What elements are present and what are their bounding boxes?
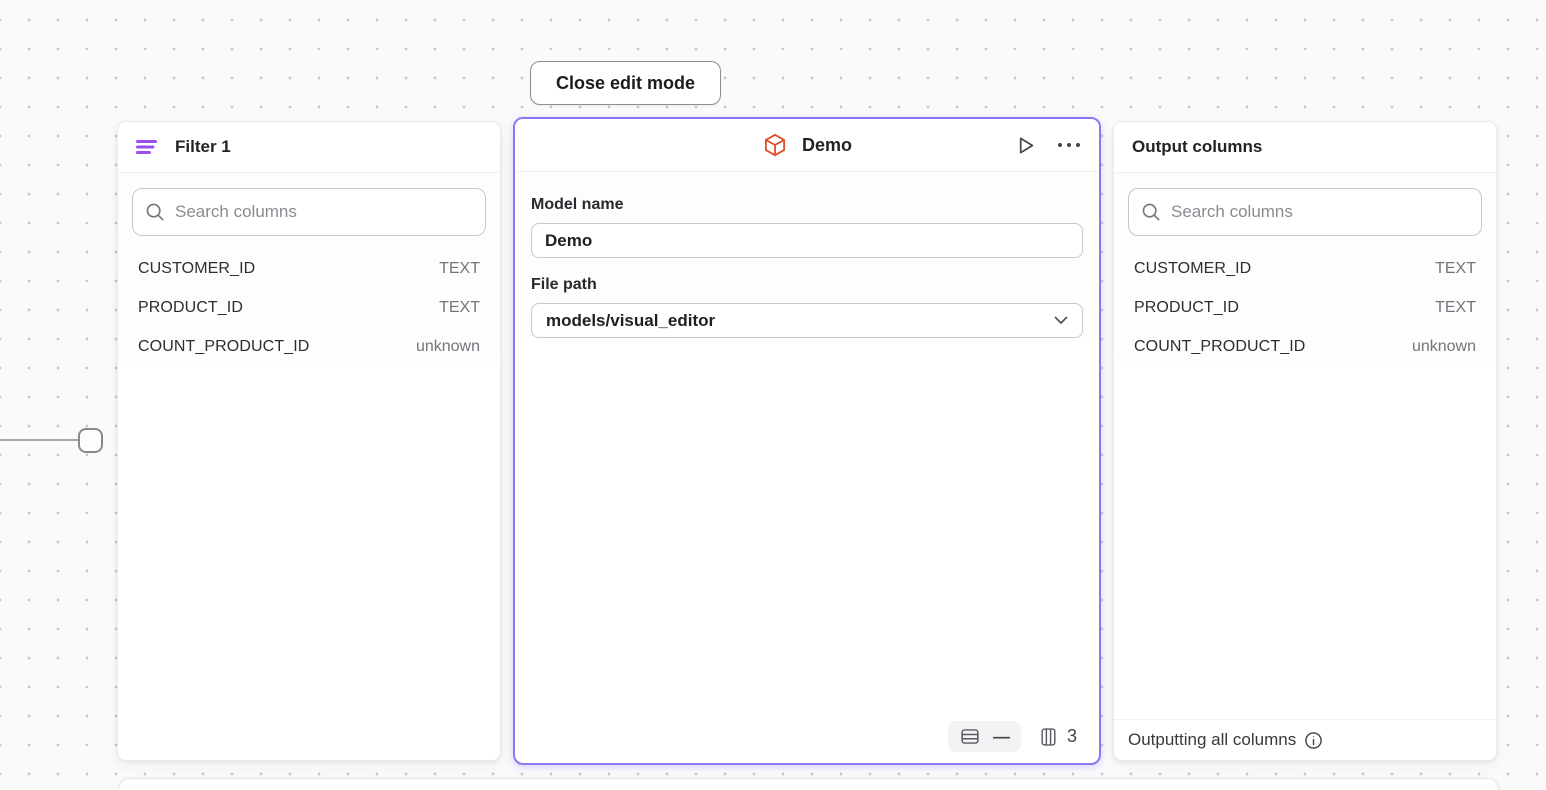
model-footer-stats: — 3: [947, 721, 1077, 752]
column-name: PRODUCT_ID: [1134, 298, 1240, 316]
model-name-label: Model name: [531, 196, 624, 213]
model-node-panel[interactable]: Demo Model name File path: [513, 117, 1101, 765]
column-count-icon: [1039, 726, 1058, 748]
more-options-button[interactable]: [1055, 140, 1083, 150]
close-edit-mode-button[interactable]: Close edit mode: [530, 61, 721, 105]
column-row[interactable]: PRODUCT_ID TEXT: [1128, 288, 1482, 327]
file-path-value: models/visual_editor: [546, 310, 716, 330]
column-row[interactable]: CUSTOMER_ID TEXT: [1128, 249, 1482, 288]
search-icon: [1141, 202, 1161, 222]
model-header-actions: [1012, 119, 1083, 171]
filter-node-panel[interactable]: Filter 1 CUSTOMER_ID TEXT PRODUCT_ID TEX…: [117, 121, 501, 761]
column-type: TEXT: [1435, 298, 1476, 316]
column-row[interactable]: COUNT_PRODUCT_ID unknown: [1128, 327, 1482, 366]
model-name-input[interactable]: [531, 223, 1083, 258]
output-panel-title: Output columns: [1132, 137, 1263, 156]
column-row[interactable]: PRODUCT_ID TEXT: [132, 288, 486, 327]
chevron-down-icon: [1054, 316, 1068, 325]
output-column-list: CUSTOMER_ID TEXT PRODUCT_ID TEXT COUNT_P…: [1128, 249, 1482, 366]
filter-search-box: [132, 188, 486, 236]
search-icon: [145, 202, 165, 222]
output-columns-panel[interactable]: Output columns CUSTOMER_ID TEXT PRODUCT_…: [1113, 121, 1497, 761]
row-count-icon: [959, 726, 981, 747]
bottom-panel-edge[interactable]: [118, 778, 1499, 790]
model-panel-title: Demo: [801, 134, 852, 155]
output-panel-header: Output columns: [1114, 122, 1496, 173]
filter-panel-body: CUSTOMER_ID TEXT PRODUCT_ID TEXT COUNT_P…: [118, 173, 500, 366]
filter-panel-title: Filter 1: [175, 137, 231, 156]
column-type: unknown: [415, 337, 480, 355]
column-type: TEXT: [1435, 259, 1476, 277]
column-count-badge[interactable]: 3: [1039, 726, 1077, 748]
column-name: PRODUCT_ID: [138, 298, 244, 316]
column-row[interactable]: CUSTOMER_ID TEXT: [132, 249, 486, 288]
filter-search-input[interactable]: [175, 202, 473, 222]
output-search-input[interactable]: [1171, 202, 1469, 222]
column-type: TEXT: [439, 298, 480, 316]
ellipsis-icon: [1057, 142, 1081, 148]
column-row[interactable]: COUNT_PRODUCT_ID unknown: [132, 327, 486, 366]
file-path-select[interactable]: models/visual_editor: [531, 303, 1083, 338]
info-icon[interactable]: [1304, 731, 1323, 750]
filter-column-list: CUSTOMER_ID TEXT PRODUCT_ID TEXT COUNT_P…: [132, 249, 486, 366]
outputting-all-columns-label: Outputting all columns: [1128, 730, 1297, 749]
column-name: COUNT_PRODUCT_ID: [138, 337, 310, 355]
filter-panel-header: Filter 1: [118, 122, 500, 173]
column-count-value: 3: [1066, 726, 1077, 746]
column-name: CUSTOMER_ID: [138, 259, 256, 277]
filter-lines-icon: [136, 139, 157, 155]
play-icon: [1014, 134, 1037, 157]
column-name: COUNT_PRODUCT_ID: [1134, 337, 1306, 355]
connection-handle[interactable]: [78, 428, 103, 453]
column-type: unknown: [1411, 337, 1476, 355]
run-model-button[interactable]: [1012, 132, 1039, 159]
cube-icon: [762, 132, 788, 158]
connector-edge: [0, 439, 78, 441]
model-panel-header: Demo: [515, 119, 1099, 172]
file-path-label: File path: [531, 276, 597, 293]
output-search-box: [1128, 188, 1482, 236]
row-count-badge[interactable]: —: [947, 721, 1021, 752]
column-type: TEXT: [439, 259, 480, 277]
output-panel-footer: Outputting all columns: [1114, 719, 1496, 760]
model-panel-body: Model name File path models/visual_edito…: [515, 172, 1099, 338]
output-panel-body: CUSTOMER_ID TEXT PRODUCT_ID TEXT COUNT_P…: [1114, 173, 1496, 366]
column-name: CUSTOMER_ID: [1134, 259, 1252, 277]
row-count-value: —: [992, 727, 1010, 746]
